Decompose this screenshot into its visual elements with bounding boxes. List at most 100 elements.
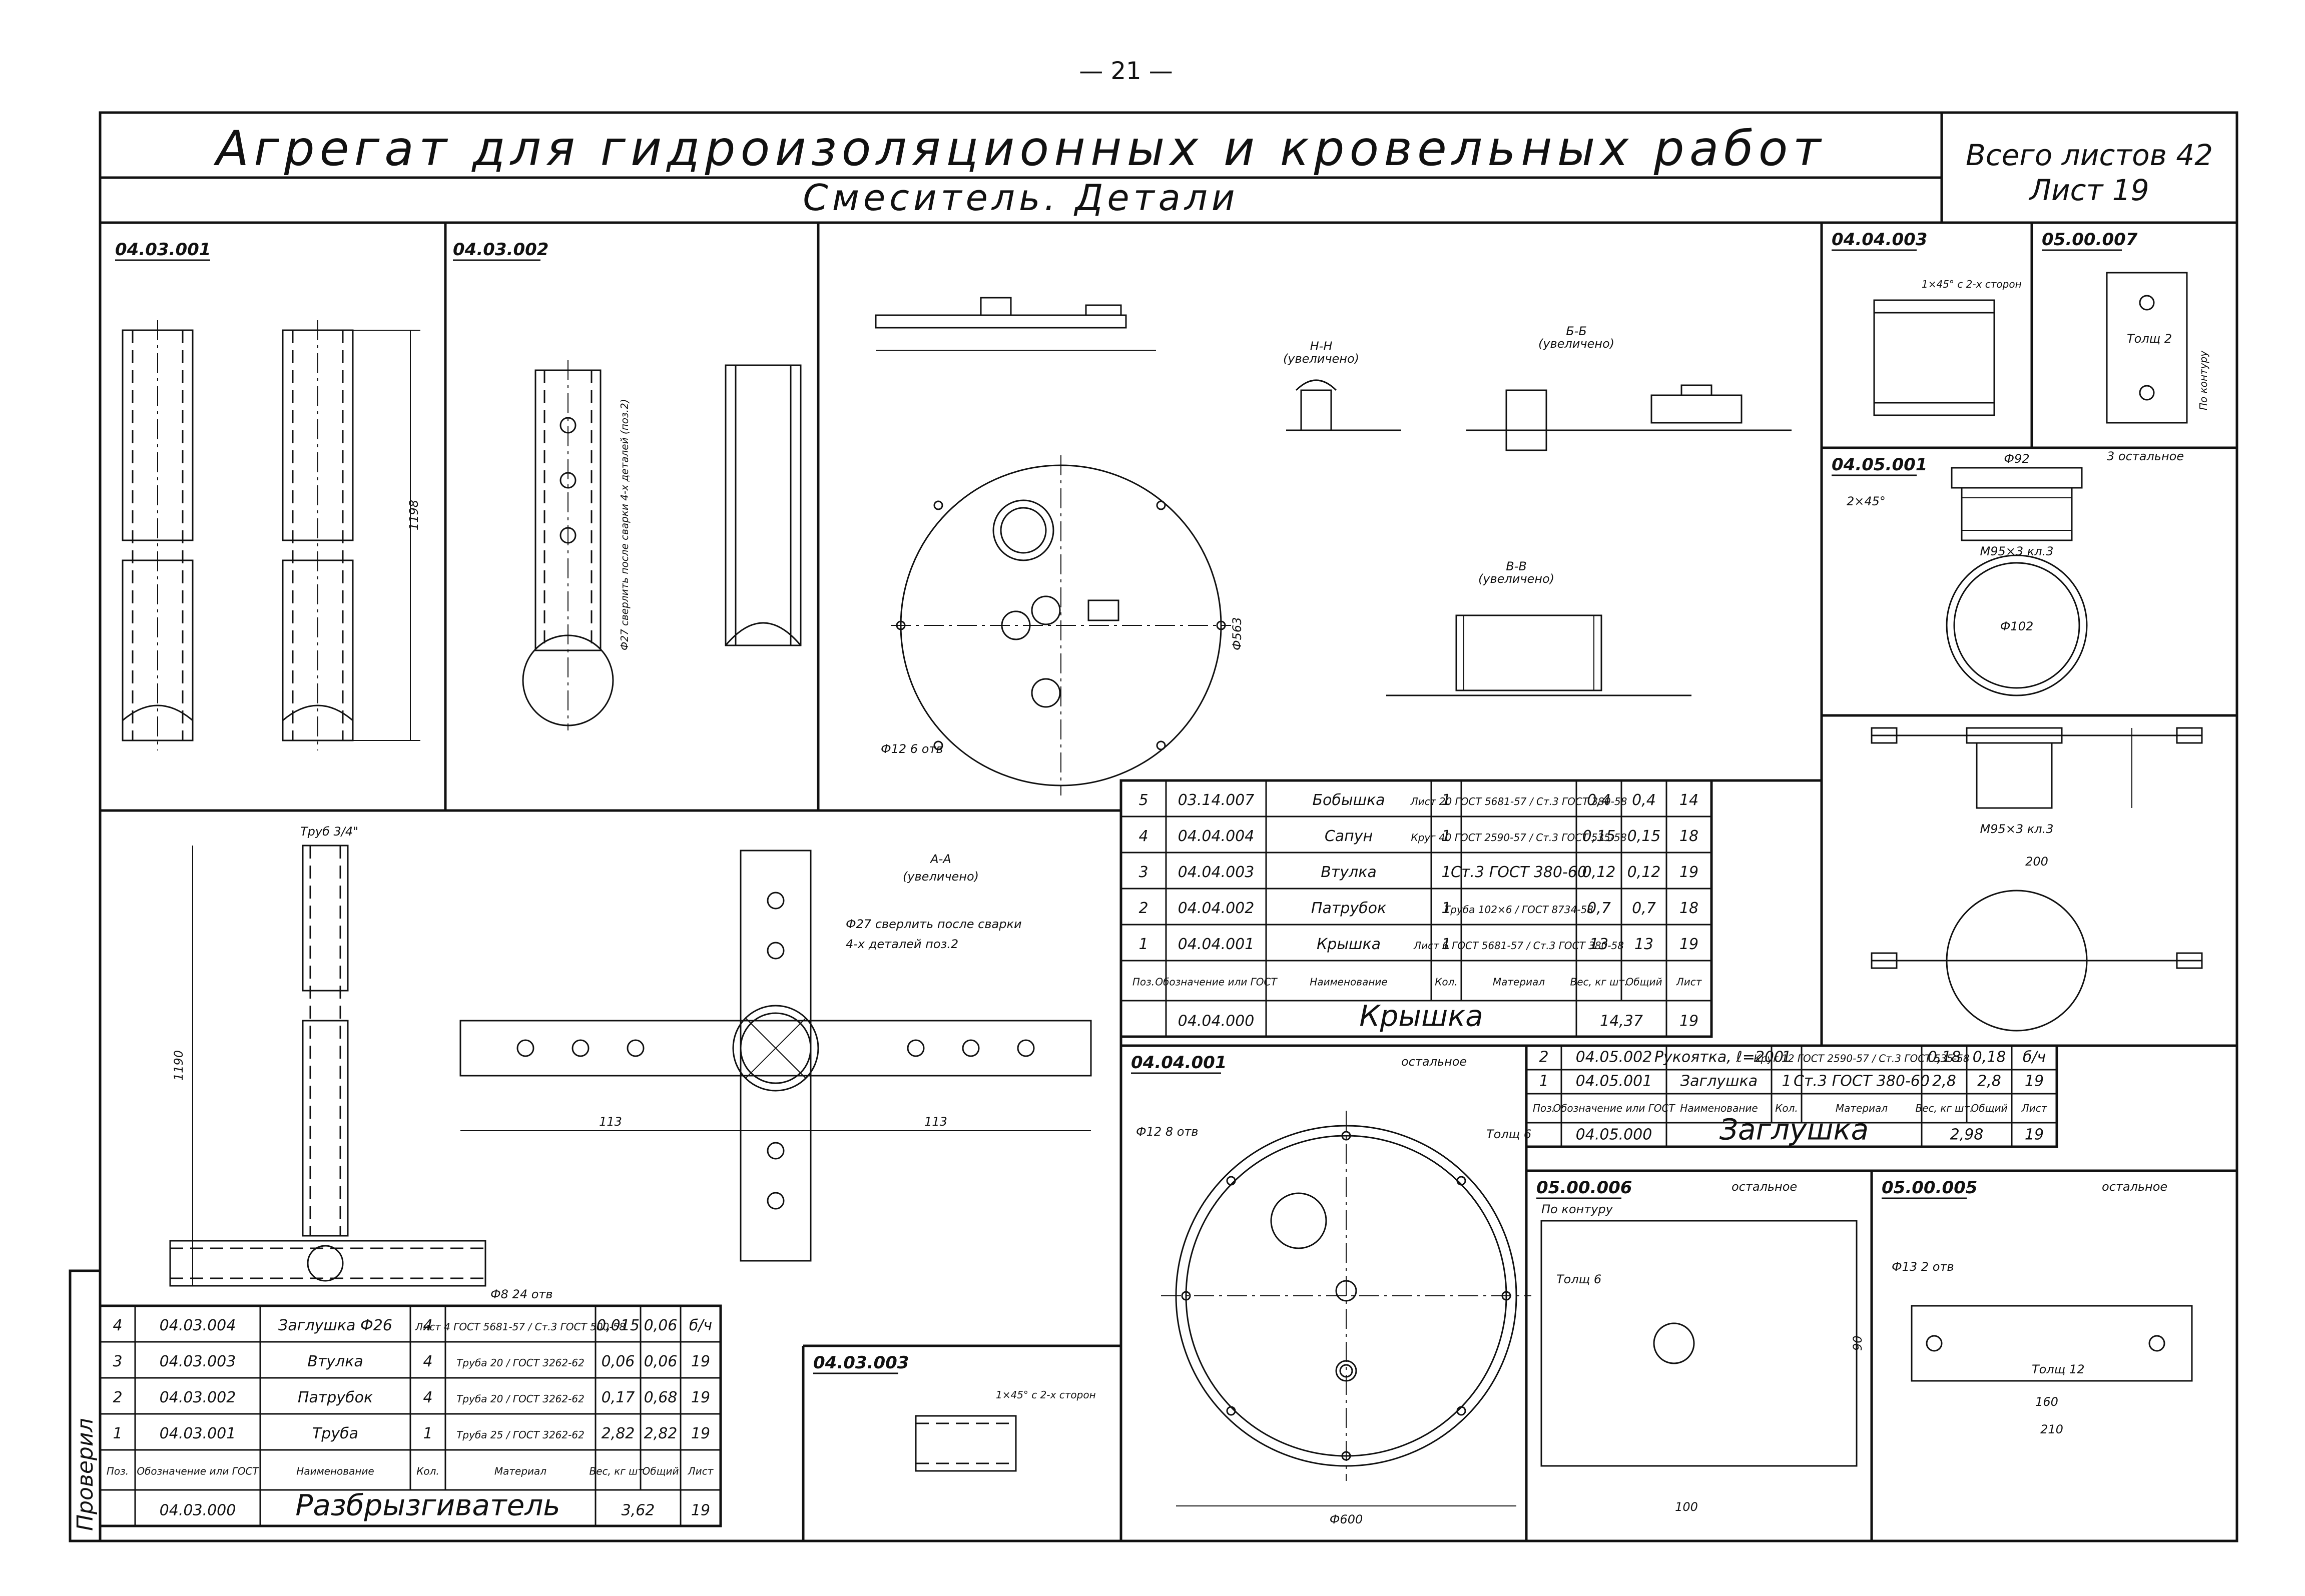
- table-assembly-cell: Крышка: [1359, 999, 1483, 1033]
- table-frame: [1525, 1044, 2058, 1148]
- dim-160: 160: [2035, 1395, 2058, 1409]
- drawing-title: Агрегат для гидроизоляционных и кровельн…: [213, 121, 1826, 177]
- table-cell: Рукоятка, ℓ=200: [1654, 1049, 1784, 1066]
- table-cell: 13: [1634, 936, 1653, 953]
- table-cell: Круг 12 ГОСТ 2590-57 / Ст.3 ГОСТ 535-58: [1754, 1053, 1969, 1065]
- drill-note-3: 4-х деталей поз.2: [846, 937, 958, 951]
- table-assembly-cell: Разбрызгиватель: [295, 1488, 560, 1522]
- table-cell: Сапун: [1325, 828, 1373, 845]
- code-04-03-003: 04.03.003: [813, 1353, 909, 1373]
- table-cell: 0,12: [1627, 864, 1661, 881]
- dim-90: 90: [1851, 1335, 1865, 1351]
- table-header-cell: Поз.: [1132, 976, 1155, 988]
- drill-note-2: Ф27 сверлить после сварки: [846, 917, 1022, 931]
- thickness-6-plate: Толщ 6: [1486, 1127, 1531, 1141]
- contour-note-1: По контуру: [2197, 350, 2209, 410]
- table-cell: 13: [1589, 936, 1608, 953]
- table-cell: Патрубок: [1311, 900, 1386, 917]
- table-cell: Крышка: [1317, 936, 1381, 953]
- table-cell: 4: [423, 1317, 432, 1334]
- table-header-cell: Кол.: [1775, 1102, 1798, 1114]
- table-header-cell: Лист: [2021, 1102, 2048, 1114]
- table-cell: 19: [1679, 864, 1698, 881]
- table-cell: 2,8: [1977, 1073, 2001, 1090]
- table-cell: 1: [1441, 936, 1451, 953]
- dim-1198: 1198: [407, 500, 421, 530]
- table-header-cell: Вес, кг шт.: [590, 1465, 647, 1477]
- table-cell: 18: [1679, 828, 1698, 845]
- table-header-cell: Кол.: [416, 1465, 439, 1477]
- table-cell: Заглушка: [1680, 1073, 1758, 1090]
- table-cell: 2: [1539, 1049, 1548, 1066]
- table-header-cell: Наименование: [1310, 976, 1387, 988]
- table-cell: 1: [113, 1425, 122, 1442]
- table-cell: 0,18: [1928, 1049, 1961, 1066]
- table-cell: 04.04.004: [1178, 828, 1255, 845]
- table-cell: 04.03.001: [160, 1425, 236, 1442]
- table-cell: Лист 4 ГОСТ 5681-57 / Ст.3 ГОСТ 500-58: [415, 1321, 626, 1333]
- table-cell: 1: [423, 1425, 432, 1442]
- section-bb-label: Б-Б: [1566, 324, 1587, 338]
- dim-113-left: 113: [599, 1115, 622, 1129]
- code-04-04-003: 04.04.003: [1832, 230, 1927, 250]
- table-header-cell: Материал: [494, 1465, 546, 1477]
- dim-563: Ф563: [1230, 617, 1244, 650]
- table-cell: 1: [1441, 828, 1451, 845]
- table-header-cell: Наименование: [1680, 1102, 1758, 1114]
- crown-plate-drawing: Ф563 Ф12 6 отв: [875, 297, 1244, 795]
- table-cell: 2,82: [644, 1425, 678, 1442]
- table-cell: Втулка: [307, 1353, 363, 1370]
- table-cell: 19: [1679, 936, 1698, 953]
- table-cell: Заглушка Ф26: [278, 1317, 392, 1334]
- section-bb: Б-Б (увеличено): [1466, 324, 1792, 451]
- code-05-00-007: 05.00.007: [2042, 230, 2138, 250]
- table-cell: 0,015: [597, 1317, 640, 1334]
- code-04-03-001: 04.03.001: [115, 240, 211, 260]
- table-cell: 2,8: [1932, 1073, 1956, 1090]
- table-cell: Труба 20 / ГОСТ 3262-62: [456, 1357, 585, 1369]
- table-cell: Ст.3 ГОСТ 380-60: [1794, 1073, 1930, 1090]
- dim-200: 200: [2025, 855, 2048, 869]
- table-assembly-cell: 19: [1679, 1012, 1698, 1030]
- dim-92: Ф92: [2004, 452, 2029, 466]
- stamp-box: [69, 1269, 102, 1542]
- table-cell: 04.05.002: [1576, 1049, 1652, 1066]
- table-cell: 0,4: [1587, 791, 1611, 809]
- sheets-total: Всего листов 42: [1966, 138, 2213, 172]
- table-cell: Бобышка: [1312, 791, 1385, 809]
- chamfer-note-2: 1×45° с 2-х сторон: [996, 1389, 1096, 1401]
- table-header-cell: Наименование: [296, 1465, 374, 1477]
- large-plate-drawing: Ф600 Ф12 8 отв Толщ 6: [1136, 1111, 1531, 1526]
- table-cell: Круг 40 ГОСТ 2590-57 / Ст.3 ГОСТ 535-58: [1411, 832, 1626, 844]
- table-assembly-cell: 3,62: [622, 1501, 655, 1519]
- table-cell: 0,7: [1587, 900, 1611, 917]
- table-cell: 04.03.002: [160, 1389, 236, 1406]
- table-assembly-cell: 19: [691, 1501, 710, 1519]
- table-cell: 3: [113, 1353, 122, 1370]
- section-bb-enlarged: (увеличено): [1538, 337, 1614, 351]
- table-cell: б/ч: [689, 1317, 712, 1334]
- table-cell: 03.14.007: [1178, 791, 1255, 809]
- table-cell: 0,06: [644, 1353, 678, 1370]
- table-cell: 19: [2025, 1073, 2044, 1090]
- table-cell: Втулка: [1321, 864, 1377, 881]
- table-header-cell: Лист: [688, 1465, 714, 1477]
- section-aa-enlarged: (увеличено): [903, 870, 979, 884]
- table-header-cell: Обозначение или ГОСТ: [137, 1465, 259, 1477]
- dim-102: Ф102: [2000, 619, 2033, 633]
- table-assembly-cell: 19: [2025, 1126, 2044, 1144]
- chamfer-note: 1×45° с 2-х сторон: [1922, 278, 2022, 290]
- table-header-cell: Лист: [1676, 976, 1702, 988]
- table-cell: 14: [1679, 791, 1698, 809]
- plate-2mm-drawing: Толщ 2 По контуру: [2106, 272, 2209, 424]
- rest-note-05-00-006: остальное: [1732, 1180, 1797, 1194]
- table-cell: 18: [1679, 900, 1698, 917]
- table-header-cell: Вес, кг шт.: [1570, 976, 1628, 988]
- table-cell: 0,15: [1627, 828, 1661, 845]
- pipe-3-4: Труб 3/4": [300, 825, 358, 839]
- contour-note-2: По контуру: [1541, 1202, 1613, 1216]
- table-header-cell: Вес, кг шт.: [1916, 1102, 1973, 1114]
